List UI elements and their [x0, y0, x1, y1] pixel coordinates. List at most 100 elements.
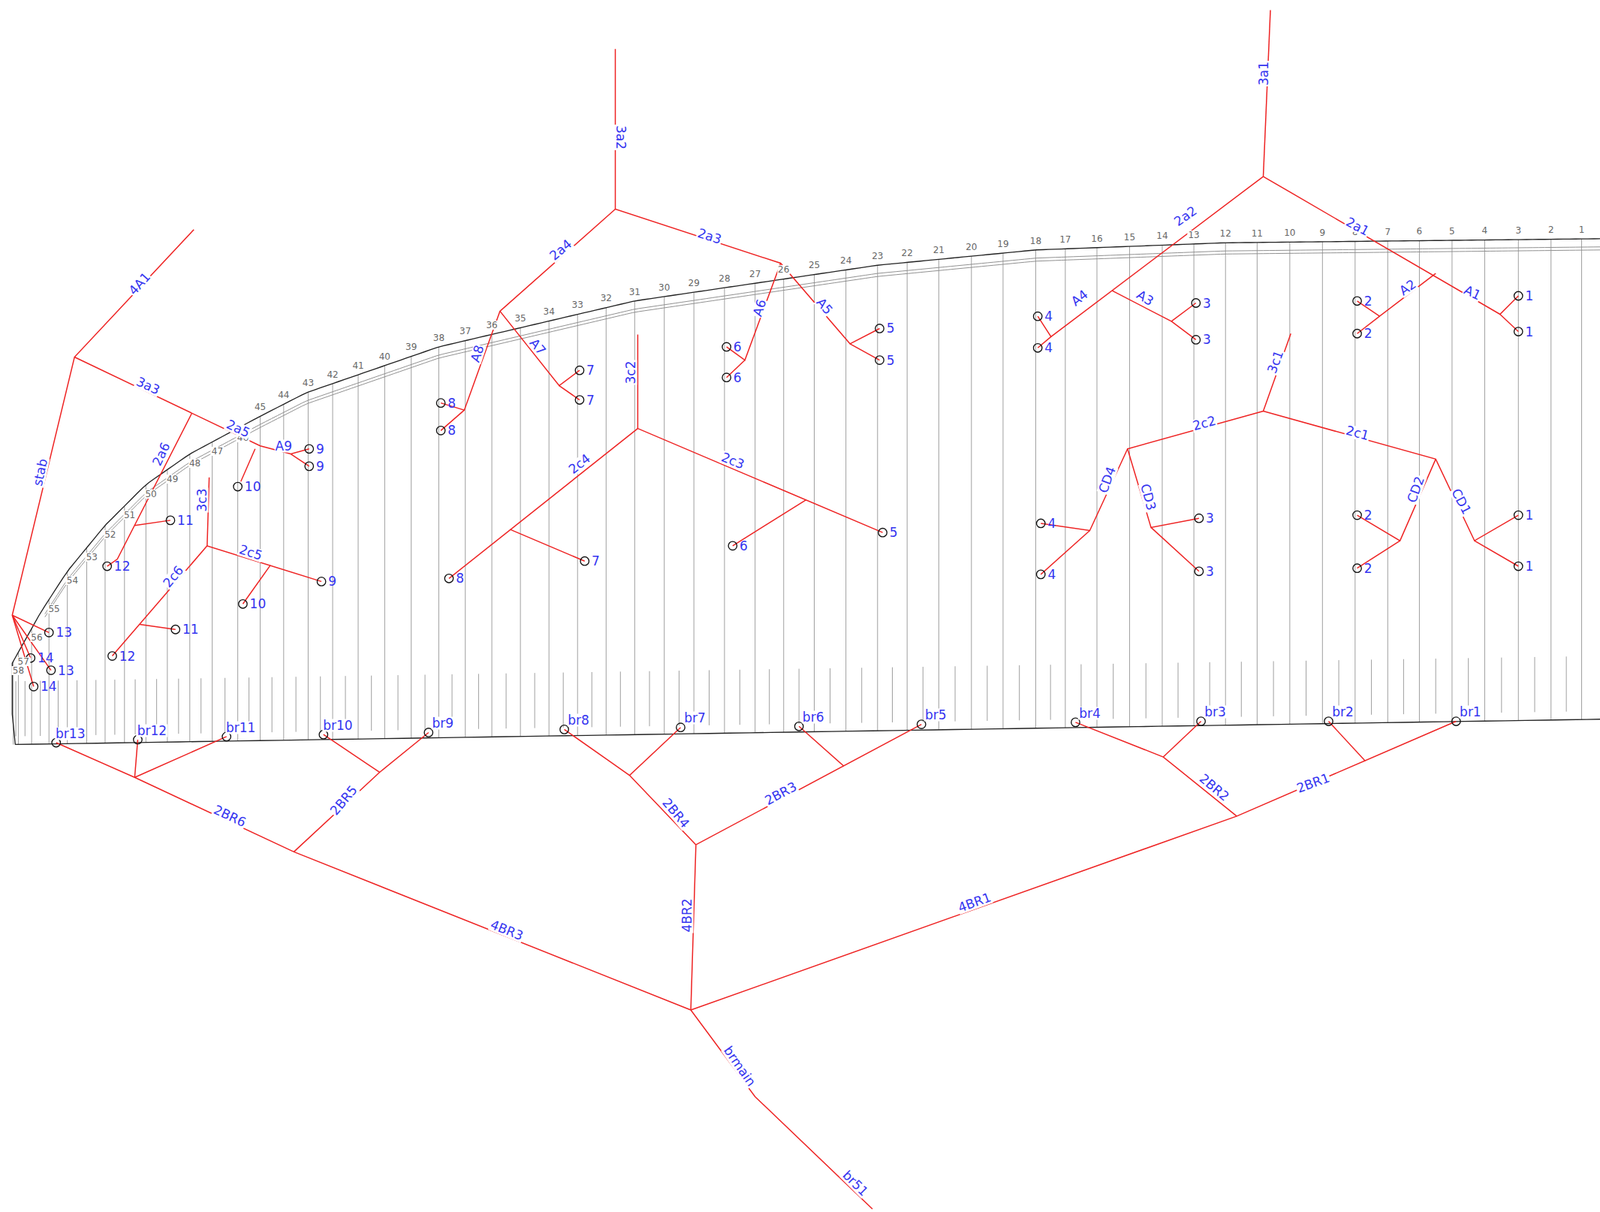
grid-line [66, 571, 68, 745]
pipe-label: 2c2 [1190, 413, 1218, 433]
pipe-label: 2BR4 [659, 795, 692, 831]
outlet-number: 8 [454, 572, 465, 585]
outlet-number: 1 [1524, 560, 1534, 573]
grid-line [438, 346, 440, 739]
branch-label: br3 [1203, 705, 1227, 719]
pipe-label: A5 [813, 295, 836, 318]
outlet-circle [875, 324, 884, 333]
outlet-circle [304, 444, 314, 453]
branch-label: br9 [431, 717, 455, 730]
branch-label: br6 [801, 711, 826, 724]
outlet-number: 3 [1202, 333, 1212, 347]
pipe-line [690, 724, 922, 1010]
grid-line [410, 356, 412, 739]
grid-line [783, 279, 784, 733]
pipe-line [111, 545, 207, 657]
outlet-number: 8 [446, 396, 457, 410]
outlet-number: 2 [1363, 327, 1374, 341]
pipe-label: 3c3 [195, 487, 209, 513]
outlet-number: 10 [249, 597, 268, 611]
tick-line [591, 671, 593, 727]
column-number: 19 [996, 239, 1010, 249]
grid-line [1451, 240, 1453, 722]
pipe-line [1151, 527, 1200, 571]
pipe-label: 2BR6 [210, 802, 249, 829]
column-number: 10 [1283, 228, 1296, 238]
tick-line [829, 668, 831, 724]
outlet-circle [1514, 510, 1523, 519]
pipe-line [440, 310, 501, 410]
pipe-label: 2c3 [718, 450, 747, 472]
pipe-label: CD1 [1449, 486, 1474, 518]
column-number: 52 [103, 530, 117, 540]
column-number: 6 [1416, 226, 1424, 236]
column-number: 14 [1155, 231, 1169, 241]
tick-line [1273, 661, 1275, 717]
outlet-number: 13 [57, 663, 76, 677]
column-number: 34 [542, 307, 556, 317]
outlet-circle [1033, 311, 1042, 320]
grid-line [1354, 241, 1356, 724]
branch-label: br12 [136, 723, 168, 737]
tick-line [295, 676, 297, 732]
column-number: 35 [513, 313, 527, 323]
column-number: 54 [66, 575, 79, 585]
column-number: 57 [17, 656, 31, 666]
tick-line [739, 669, 741, 725]
column-number: 12 [1219, 229, 1233, 239]
pipe-label: 3a3 [133, 374, 163, 398]
outlet-number: 4 [1043, 341, 1054, 355]
grid-line [211, 442, 213, 742]
grid-line [189, 454, 190, 742]
outlet-number: 5 [885, 322, 896, 335]
column-number: 39 [404, 342, 418, 352]
tick-line [1018, 665, 1020, 721]
pipe-line [726, 263, 781, 361]
tick-line [986, 665, 988, 721]
pipe-line [615, 48, 880, 344]
grid-line [491, 334, 493, 737]
outlet-circle [1191, 335, 1200, 344]
column-number: 32 [599, 293, 613, 303]
tick-line [478, 673, 480, 729]
outlet-number: 1 [1524, 325, 1534, 338]
pipe-line [12, 229, 194, 616]
column-number: 24 [839, 256, 853, 266]
outlet-circle [233, 482, 242, 491]
column-number: 40 [378, 352, 392, 362]
branch-label: br8 [566, 714, 591, 727]
outlet-circle [1352, 563, 1362, 573]
outlet-circle [575, 365, 584, 374]
pipe-label: 3a2 [614, 124, 627, 151]
outlet-number: 2 [1363, 294, 1374, 308]
outlet-circle [875, 355, 884, 365]
tick-line [424, 674, 426, 730]
outlet-number: 4 [1043, 310, 1054, 323]
outlet-number: 1 [1524, 509, 1534, 522]
grid-line [1002, 253, 1004, 729]
pipe-line [1263, 10, 1272, 177]
outlet-circle [102, 561, 112, 570]
grid-line [1035, 250, 1037, 729]
grid-line [754, 283, 756, 733]
column-number: 15 [1123, 232, 1136, 242]
pipe-line [134, 739, 138, 778]
pipe-label: CD3 [1138, 481, 1158, 513]
pipe-label: A2 [1397, 277, 1420, 299]
outlet-circle [1191, 298, 1200, 308]
outlet-number: 3 [1205, 512, 1215, 525]
outlet-number: 5 [888, 526, 899, 540]
column-number: 4 [1481, 225, 1489, 236]
grid-line [938, 259, 940, 730]
column-number: 21 [932, 245, 946, 255]
outlet-circle [171, 625, 180, 634]
column-number: 56 [30, 632, 43, 642]
pipe-label: A9 [274, 439, 293, 452]
outlet-circle [575, 395, 584, 404]
outlet-number: 4 [1046, 567, 1057, 581]
column-number: 50 [144, 489, 157, 499]
outlet-number: 6 [732, 340, 743, 353]
tick-line [15, 680, 17, 736]
column-number: 5 [1448, 226, 1456, 236]
